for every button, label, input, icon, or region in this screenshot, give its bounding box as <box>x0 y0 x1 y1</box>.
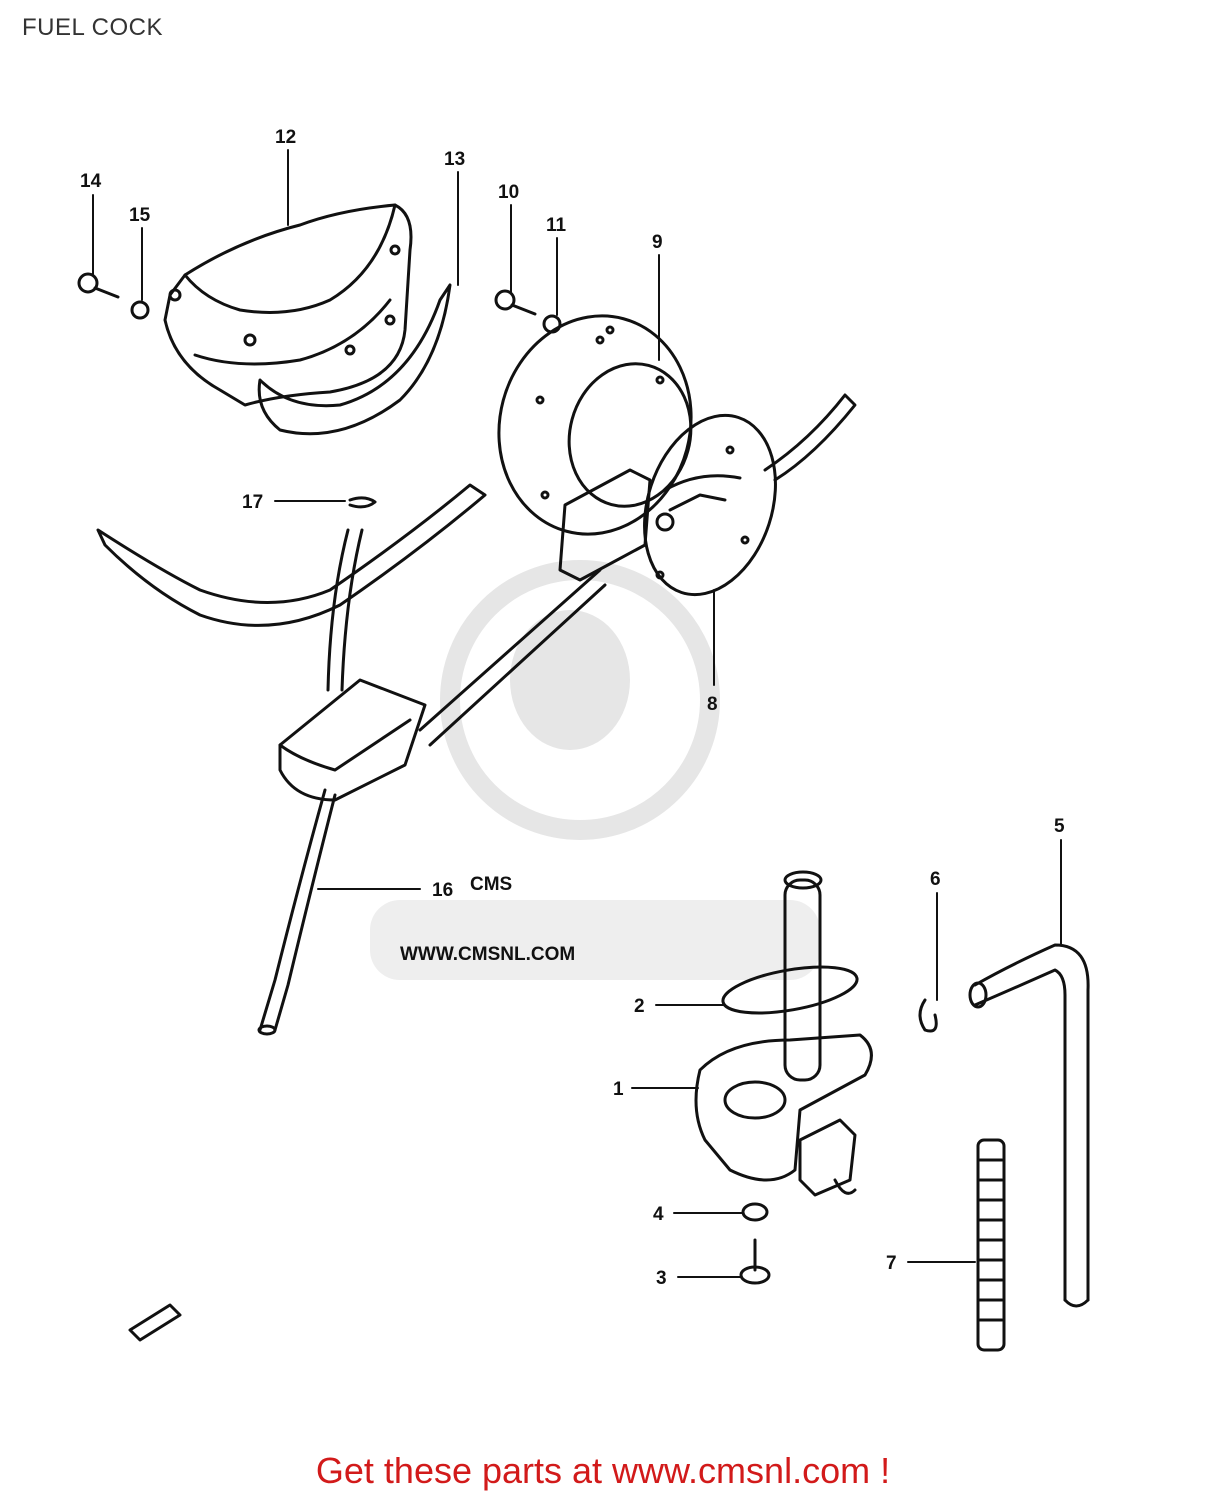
callout-3: 3 <box>656 1268 667 1289</box>
callout-13: 13 <box>444 149 465 170</box>
callout-16: 16 <box>432 880 453 901</box>
callout-1: 1 <box>613 1079 624 1100</box>
part-2-o-ring <box>721 965 859 1015</box>
part-3-screw <box>739 1238 771 1285</box>
part-4-washer <box>741 1202 769 1222</box>
part-12-protector <box>163 203 413 407</box>
watermark-site-text: WWW.CMSNL.COM <box>400 944 575 965</box>
callout-5: 5 <box>1054 816 1065 837</box>
part-9-gasket <box>497 314 693 536</box>
part-17-wire <box>96 483 487 627</box>
callout-9: 9 <box>652 232 663 253</box>
callout-11: 11 <box>546 215 567 236</box>
callout-14: 14 <box>80 171 102 192</box>
callout-10: 10 <box>498 182 519 203</box>
callout-7: 7 <box>886 1253 897 1274</box>
part-8-fuel-gauge <box>278 393 857 802</box>
part-15-nut <box>130 300 150 320</box>
callout-2: 2 <box>634 996 645 1017</box>
callout-8: 8 <box>707 694 718 715</box>
footer-parts-link[interactable]: Get these parts at www.cmsnl.com ! <box>315 1450 891 1491</box>
callout-6: 6 <box>930 869 941 890</box>
callout-4: 4 <box>653 1204 664 1225</box>
leader-lines <box>92 149 1062 1278</box>
callout-17: 17 <box>242 492 263 513</box>
part-6-clip <box>918 998 938 1033</box>
part-16-hose <box>257 528 364 1036</box>
part-1-fuel-cock <box>694 870 873 1197</box>
callout-15: 15 <box>129 205 151 226</box>
watermark: CMS WWW.CMSNL.COM <box>370 560 820 980</box>
callout-12: 12 <box>275 127 296 148</box>
watermark-logo-text: CMS <box>470 874 512 895</box>
front-arrow-icon <box>128 1303 182 1342</box>
part-5-hose <box>968 943 1090 1308</box>
part-13-cushion <box>257 283 452 436</box>
part-14-bolt <box>77 272 120 299</box>
callout-labels: 12 13 14 15 10 11 9 17 8 16 5 6 2 1 4 3 … <box>80 127 1065 1289</box>
part-10-bolt <box>494 289 537 316</box>
page-title: FUEL COCK <box>22 14 163 41</box>
part-7-filter <box>976 1138 1006 1352</box>
